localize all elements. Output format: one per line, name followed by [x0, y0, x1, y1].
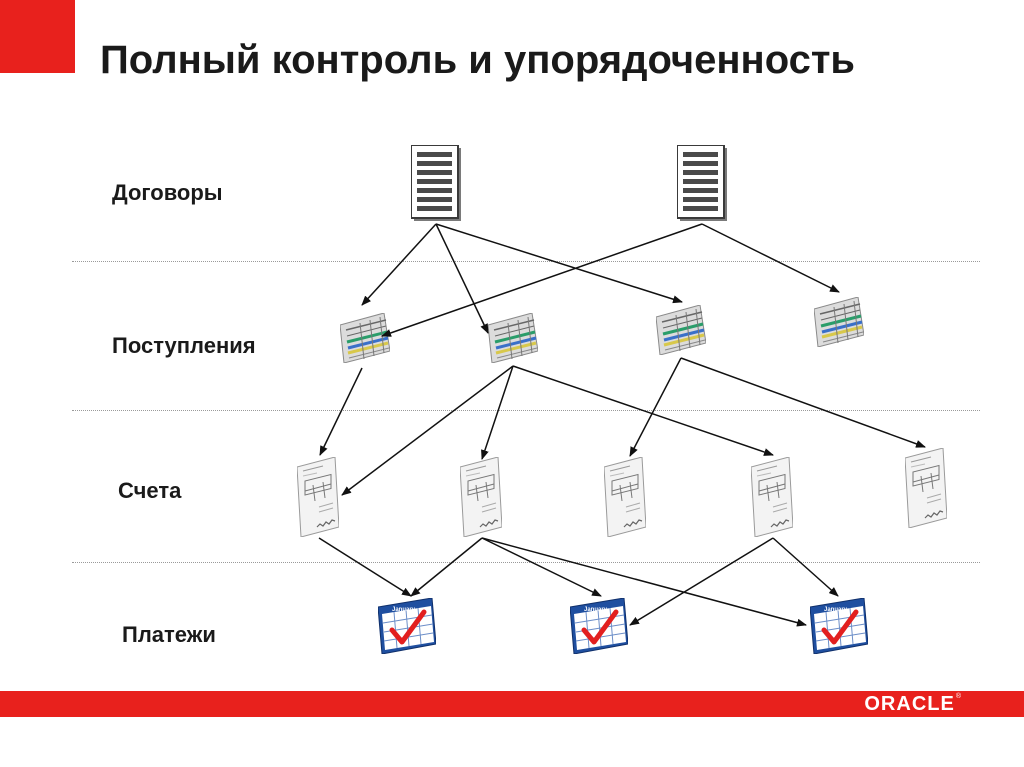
- arrow: [481, 537, 602, 597]
- arrow: [629, 537, 774, 626]
- invoice-icon: [905, 448, 947, 528]
- oracle-logo-text: ORACLE: [864, 693, 955, 715]
- arrow: [361, 223, 437, 306]
- footer-bar: [0, 691, 1024, 717]
- calendar-month-label: January: [824, 607, 848, 613]
- arrow: [512, 365, 774, 456]
- arrow: [772, 537, 839, 597]
- calendar-month-labels: January January January: [392, 607, 848, 613]
- registered-mark: ®: [955, 693, 962, 700]
- spreadsheet-icon: [488, 313, 538, 363]
- arrow: [381, 223, 703, 337]
- arrow: [481, 537, 807, 627]
- spreadsheet-icon: [814, 297, 864, 347]
- row-label-contracts: Договоры: [112, 180, 223, 205]
- arrow: [410, 537, 483, 597]
- document-icon: [677, 145, 727, 221]
- arrow: [435, 223, 489, 334]
- connector-arrows: [318, 223, 926, 627]
- arrow: [701, 223, 840, 293]
- invoice-icon: [460, 457, 502, 537]
- row-label-payments: Платежи: [122, 622, 216, 647]
- row-divider: [72, 261, 980, 262]
- row-label-invoices: Счета: [118, 478, 182, 503]
- arrow: [680, 357, 926, 448]
- arrow: [481, 365, 514, 460]
- arrow: [319, 367, 363, 456]
- corner-accent-block: [0, 0, 75, 73]
- arrow: [629, 357, 682, 457]
- invoice-icon: [297, 457, 339, 537]
- spreadsheet-icon: [656, 305, 706, 355]
- row-divider: [72, 410, 980, 411]
- slide-title: Полный контроль и упорядоченность: [100, 38, 856, 82]
- calendar-month-label: January: [584, 607, 608, 613]
- spreadsheet-icon: [340, 313, 390, 363]
- arrow: [435, 223, 683, 304]
- arrow: [318, 537, 412, 597]
- invoice-icon: [751, 457, 793, 537]
- document-icon: [411, 145, 461, 221]
- calendar-month-label: January: [392, 607, 416, 613]
- row-label-receipts: Поступления: [112, 333, 256, 358]
- row-divider: [72, 562, 980, 563]
- arrow: [341, 365, 514, 496]
- invoice-icon: [604, 457, 646, 537]
- oracle-logo: ORACLE®: [864, 693, 962, 716]
